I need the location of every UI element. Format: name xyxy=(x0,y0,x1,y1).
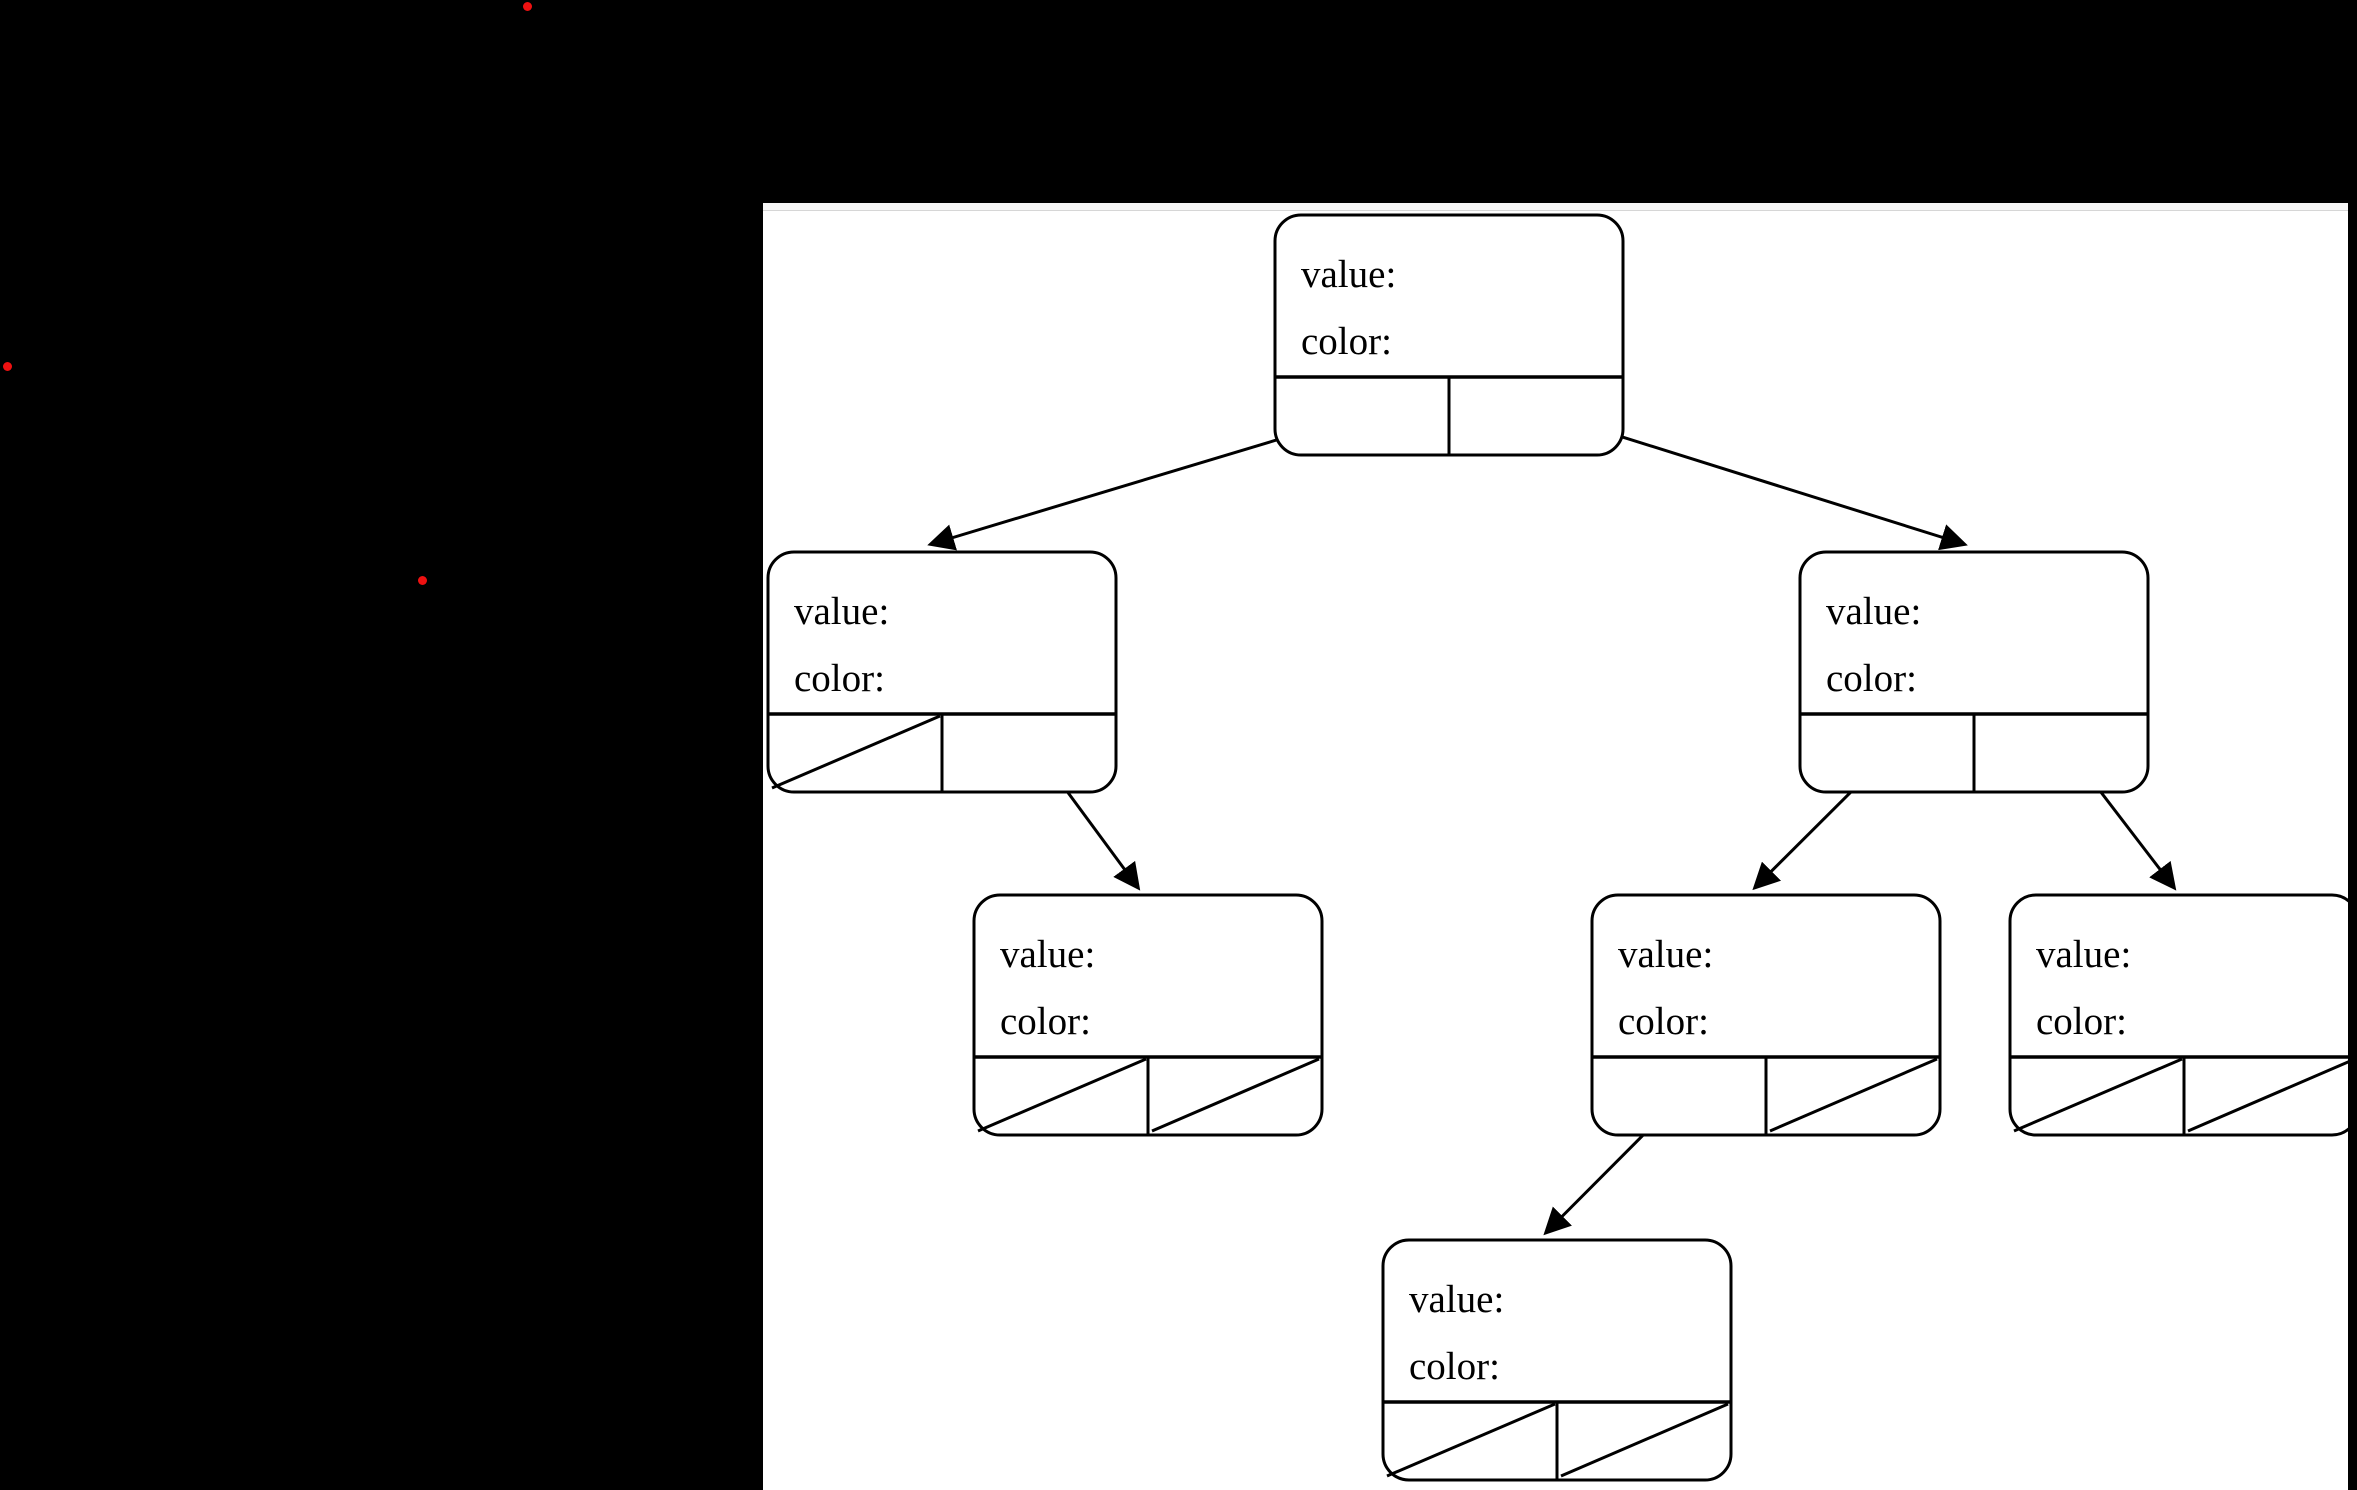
node-color-label: color: xyxy=(1301,320,1392,363)
node-right-left[interactable] xyxy=(1590,893,1942,1137)
node-root[interactable] xyxy=(1273,213,1625,457)
nil-slash-left xyxy=(771,714,941,790)
node-color-label: color: xyxy=(1409,1345,1500,1388)
node-right-right[interactable] xyxy=(2008,893,2348,1137)
node-value-label: value: xyxy=(1618,933,1714,976)
node-color-label: color: xyxy=(1000,1000,1091,1043)
panel-right-border xyxy=(2348,203,2357,1490)
node-value-label: value: xyxy=(1301,253,1397,296)
red-dot-left xyxy=(3,362,12,371)
panel-top-strip xyxy=(763,203,2348,211)
nil-slash-right xyxy=(1560,1402,1729,1478)
node-value-label: value: xyxy=(794,590,890,633)
node-bottom[interactable] xyxy=(1381,1238,1733,1482)
nil-slash-right xyxy=(2187,1060,2348,1133)
nil-slash-right xyxy=(1151,1057,1320,1133)
node-value-label: value: xyxy=(1000,933,1096,976)
nil-slash-left xyxy=(2013,1057,2183,1133)
red-dot-top xyxy=(523,2,532,11)
node-color-label: color: xyxy=(1826,657,1917,700)
nil-slash-right xyxy=(1769,1057,1938,1133)
node-right[interactable] xyxy=(1798,550,2150,794)
node-value-label: value: xyxy=(2036,933,2132,976)
node-left[interactable] xyxy=(766,550,1118,794)
red-dot-middle xyxy=(418,576,427,585)
node-left-right[interactable] xyxy=(972,893,1324,1137)
drawing-canvas-panel[interactable]: value: color: value: color: value: color: valu… xyxy=(763,203,2348,1490)
node-value-label: value: xyxy=(1409,1278,1505,1321)
node-color-label: color: xyxy=(2036,1000,2127,1043)
node-color-label: color: xyxy=(1618,1000,1709,1043)
nodes-layer xyxy=(766,213,2348,1482)
nil-slash-left xyxy=(1386,1402,1556,1478)
node-color-label: color: xyxy=(794,657,885,700)
node-value-label: value: xyxy=(1826,590,1922,633)
tree-diagram xyxy=(766,213,2348,1482)
nil-slash-left xyxy=(977,1057,1147,1133)
